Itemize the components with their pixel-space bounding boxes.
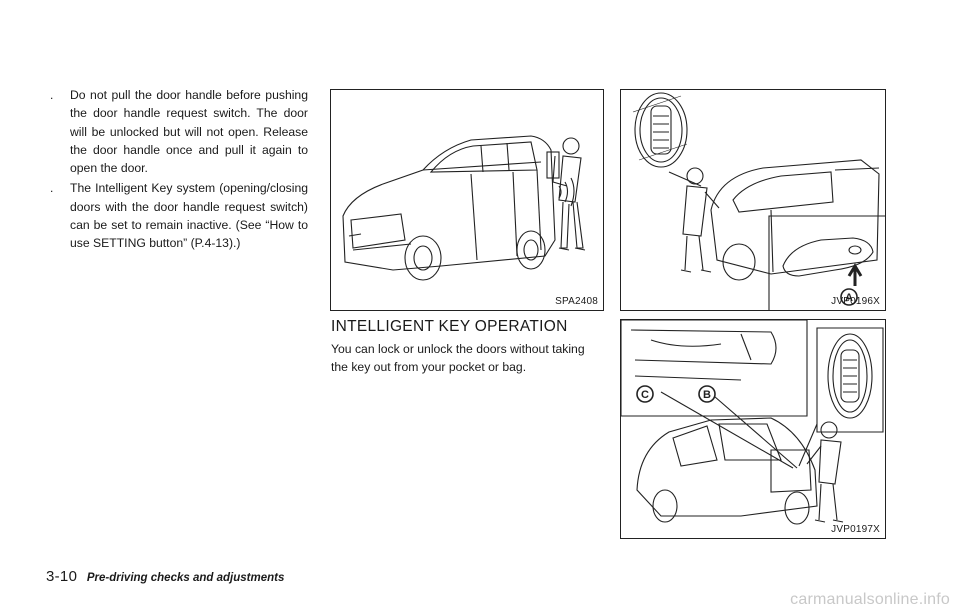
figure-caption: SPA2408 <box>555 296 598 307</box>
bullet-text: Do not pull the door handle before pushi… <box>70 88 308 176</box>
left-column: . Do not pull the door handle before pus… <box>48 86 308 255</box>
bullet-marker: . <box>50 181 54 196</box>
chapter-title: Pre-driving checks and adjustments <box>86 572 285 584</box>
van-person-illustration <box>342 135 586 281</box>
watermark: carmanualsonline.info <box>790 591 950 608</box>
callout-a-label: A <box>845 292 853 304</box>
bullet-item: . The Intelligent Key system (opening/cl… <box>48 179 308 252</box>
figure-rear-hatch: C B JVP0197X <box>620 319 886 539</box>
door-handle-illustration: A <box>632 92 885 310</box>
callout-c-label: C <box>641 389 649 401</box>
figure-caption: JVP0196X <box>831 296 880 307</box>
page-number: 3-10 <box>46 568 78 585</box>
callout-a-marker <box>840 288 858 306</box>
section-body: You can lock or unlock the doors without… <box>331 342 585 375</box>
callout-c-marker <box>636 385 654 403</box>
section-heading: INTELLIGENT KEY OPERATION <box>331 318 568 335</box>
bullet-marker: . <box>50 88 54 102</box>
bullet-item: . Do not pull the door handle before pus… <box>48 86 308 177</box>
page-footer: 3-10 Pre-driving checks and adjustments <box>46 568 284 585</box>
bullet-text: The Intelligent Key system (opening/clos… <box>70 181 308 251</box>
callout-b-label: B <box>703 389 711 401</box>
figure-van-person: SPA2408 <box>330 89 604 311</box>
rear-hatch-illustration: C B <box>621 320 884 525</box>
callout-b-marker <box>698 385 716 403</box>
figure-door-handle: A JVP0196X <box>620 89 886 311</box>
figure-caption: JVP0197X <box>831 524 880 535</box>
